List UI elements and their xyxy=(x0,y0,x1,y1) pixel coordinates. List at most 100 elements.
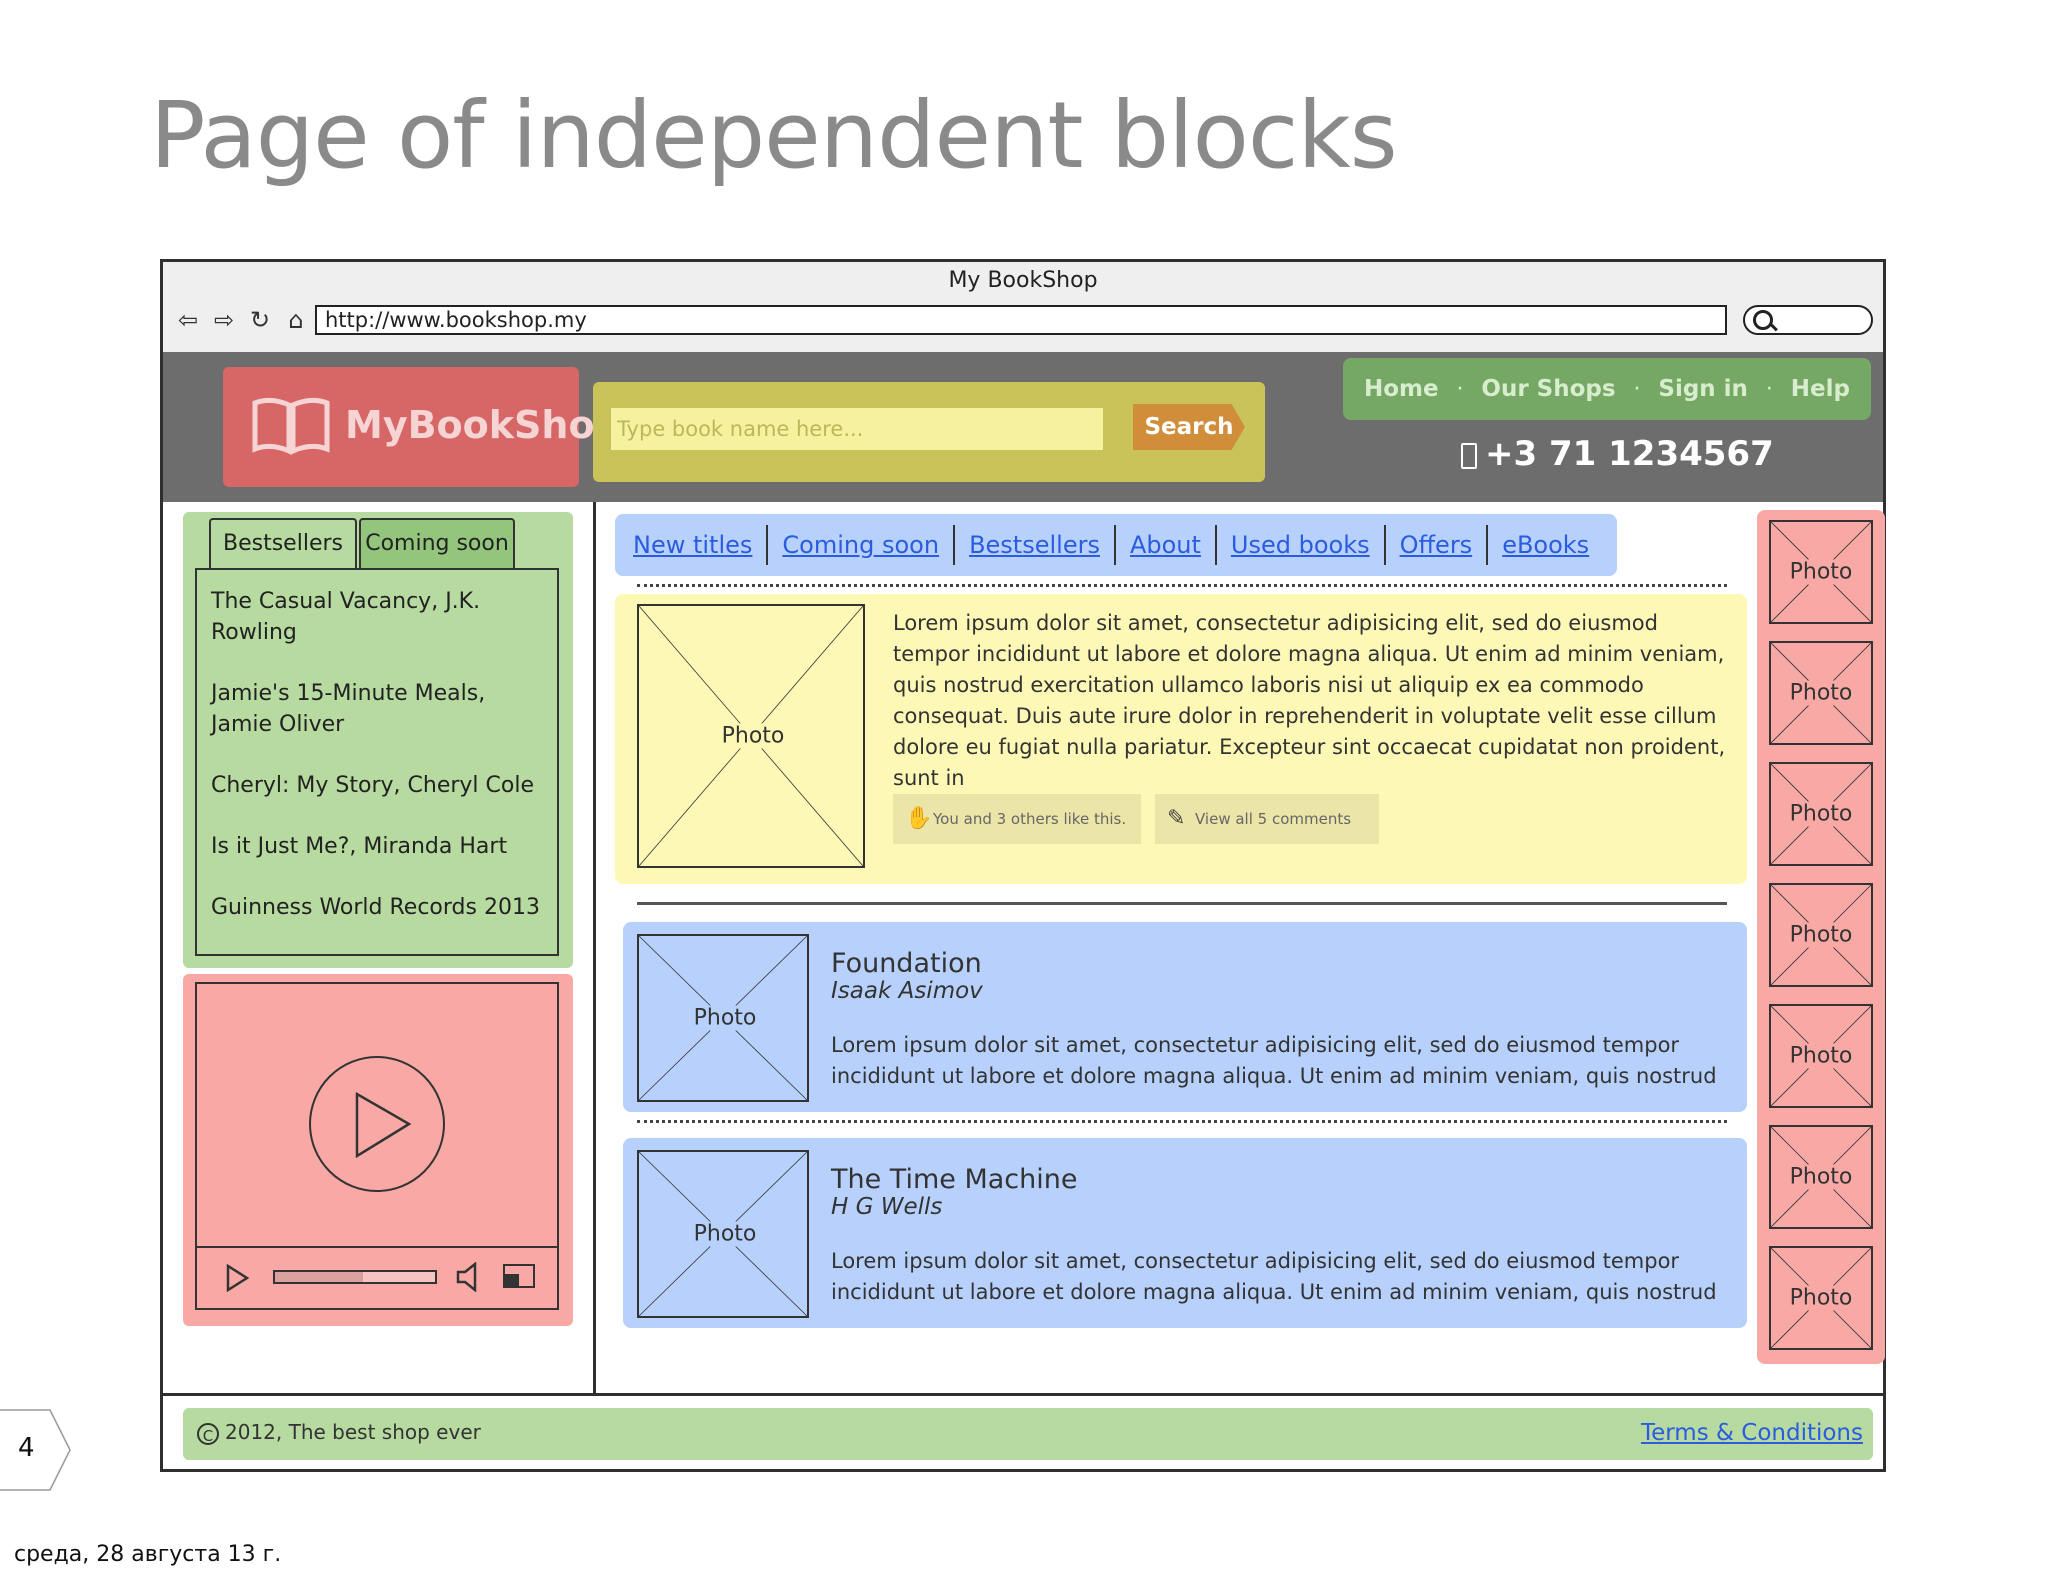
bestsellers-block: Coming soon Bestsellers The Casual Vacan… xyxy=(183,512,573,968)
nav-divider xyxy=(1383,525,1386,565)
gallery-photo[interactable]: Photo xyxy=(1769,1246,1873,1350)
dotted-divider xyxy=(637,1120,1727,1123)
tab-used-books[interactable]: Used books xyxy=(1230,531,1370,559)
photo-label: Photo xyxy=(1784,1285,1858,1311)
column-divider xyxy=(593,502,596,1396)
play-icon[interactable] xyxy=(225,1264,251,1292)
photo-label: Photo xyxy=(1784,680,1858,706)
phone-icon xyxy=(1461,442,1477,469)
tab-about[interactable]: About xyxy=(1129,531,1201,559)
nav-divider xyxy=(1113,525,1116,565)
book-photo: Photo xyxy=(637,934,809,1102)
gallery-photo[interactable]: Photo xyxy=(1769,520,1873,624)
photo-label: Photo xyxy=(1784,922,1858,948)
browser-nav-icons: ⇦ ⇨ ↻ ⌂ xyxy=(175,306,309,334)
tab-bestsellers-link[interactable]: Bestsellers xyxy=(969,531,1100,559)
list-item[interactable]: Is it Just Me?, Miranda Hart xyxy=(211,834,508,859)
tab-bestsellers[interactable]: Bestsellers xyxy=(209,518,357,570)
tab-new-titles[interactable]: New titles xyxy=(633,531,753,559)
slide-number: 4 xyxy=(18,1433,35,1463)
section-divider xyxy=(637,902,1727,905)
tab-coming-soon-link[interactable]: Coming soon xyxy=(782,531,940,559)
address-bar[interactable]: http://www.bookshop.my xyxy=(315,305,1727,335)
book-search-input[interactable] xyxy=(611,408,1103,450)
forward-icon[interactable]: ⇨ xyxy=(213,306,235,334)
photo-label: Photo xyxy=(1784,1164,1858,1190)
tab-ebooks[interactable]: eBooks xyxy=(1502,531,1590,559)
reload-icon[interactable]: ↻ xyxy=(249,306,271,334)
gallery-photo[interactable]: Photo xyxy=(1769,1004,1873,1108)
photo-label: Photo xyxy=(1784,1043,1858,1069)
thumbs-up-icon: ✋ xyxy=(905,806,933,831)
list-item[interactable]: The Casual Vacancy, J.K. Rowling xyxy=(211,589,481,645)
phone-number: +3 71 1234567 xyxy=(1461,434,1774,474)
list-item[interactable]: Cheryl: My Story, Cheryl Cole xyxy=(211,773,534,798)
book-author: Isaak Asimov xyxy=(831,978,983,1004)
site-header: MyBookShop Search Home · Our Shops · Sig… xyxy=(163,352,1883,502)
video-progress-bar[interactable] xyxy=(273,1270,437,1284)
list-item[interactable]: Guinness World Records 2013 xyxy=(211,895,540,920)
tab-offers[interactable]: Offers xyxy=(1399,531,1473,559)
photo-label: Photo xyxy=(685,1005,765,1031)
list-item[interactable]: Jamie's 15-Minute Meals, Jamie Oliver xyxy=(211,681,486,737)
book-card[interactable]: Photo The Time Machine H G Wells Lorem i… xyxy=(623,1138,1747,1328)
book-title[interactable]: The Time Machine xyxy=(831,1164,1078,1195)
nav-separator: · xyxy=(1456,376,1464,402)
gallery-photo[interactable]: Photo xyxy=(1769,762,1873,866)
category-nav: New titles Coming soon Bestsellers About… xyxy=(615,514,1617,576)
nav-separator: · xyxy=(1765,376,1773,402)
slide-number-tab-icon xyxy=(0,1409,71,1491)
photo-gallery: Photo Photo Photo Photo Photo Photo Phot… xyxy=(1757,510,1885,1364)
tab-coming-soon[interactable]: Coming soon xyxy=(359,518,515,570)
nav-our-shops[interactable]: Our Shops xyxy=(1481,376,1616,402)
nav-sign-in[interactable]: Sign in xyxy=(1658,376,1748,402)
volume-icon[interactable] xyxy=(455,1262,489,1292)
search-icon xyxy=(1753,310,1773,330)
logo[interactable]: MyBookShop xyxy=(223,367,622,487)
bestsellers-list: The Casual Vacancy, J.K. Rowling Jamie's… xyxy=(195,568,559,956)
gallery-photo[interactable]: Photo xyxy=(1769,641,1873,745)
big-play-button[interactable] xyxy=(309,1056,445,1192)
copyright-text: 2012, The best shop ever xyxy=(225,1420,481,1444)
slide-title: Page of independent blocks xyxy=(150,82,1398,189)
book-title[interactable]: Foundation xyxy=(831,948,982,979)
book-icon xyxy=(252,397,330,455)
photo-label: Photo xyxy=(1784,559,1858,585)
like-text: You and 3 others like this. xyxy=(933,810,1127,828)
slide-number-marker: 4 xyxy=(0,1409,71,1491)
book-photo: Photo xyxy=(637,1150,809,1318)
video-progress-fill xyxy=(275,1272,363,1282)
video-controls xyxy=(197,1246,557,1308)
book-author: H G Wells xyxy=(831,1194,943,1220)
footer-divider xyxy=(163,1393,1883,1396)
like-button[interactable]: ✋You and 3 others like this. xyxy=(893,794,1141,844)
back-icon[interactable]: ⇦ xyxy=(177,306,199,334)
comments-button[interactable]: ✎View all 5 comments xyxy=(1155,794,1379,844)
comments-text: View all 5 comments xyxy=(1195,810,1352,828)
gallery-photo[interactable]: Photo xyxy=(1769,883,1873,987)
nav-home[interactable]: Home xyxy=(1363,376,1439,402)
nav-divider xyxy=(1486,525,1489,565)
slide-date: среда, 28 августа 13 г. xyxy=(14,1542,282,1567)
terms-link[interactable]: Terms & Conditions xyxy=(1640,1420,1863,1446)
gallery-photo[interactable]: Photo xyxy=(1769,1125,1873,1229)
nav-separator: · xyxy=(1633,376,1641,402)
nav-help[interactable]: Help xyxy=(1790,376,1850,402)
featured-text: Lorem ipsum dolor sit amet, consectetur … xyxy=(893,611,1726,790)
fullscreen-icon[interactable] xyxy=(503,1264,535,1288)
search-button[interactable]: Search xyxy=(1133,404,1245,450)
nav-divider xyxy=(766,525,769,565)
browser-window: My BookShop ⇦ ⇨ ↻ ⌂ http://www.bookshop.… xyxy=(160,259,1886,1472)
browser-search-field[interactable] xyxy=(1743,305,1873,335)
photo-label: Photo xyxy=(685,1221,765,1247)
search-block: Search xyxy=(593,382,1265,482)
photo-label: Photo xyxy=(713,723,793,749)
top-nav: Home · Our Shops · Sign in · Help xyxy=(1343,358,1871,420)
play-icon xyxy=(355,1091,412,1159)
home-icon[interactable]: ⌂ xyxy=(288,306,304,334)
logo-text: MyBookShop xyxy=(345,403,622,447)
video-frame[interactable] xyxy=(195,982,559,1310)
book-card[interactable]: Photo Foundation Isaak Asimov Lorem ipsu… xyxy=(623,922,1747,1112)
nav-divider xyxy=(953,525,956,565)
